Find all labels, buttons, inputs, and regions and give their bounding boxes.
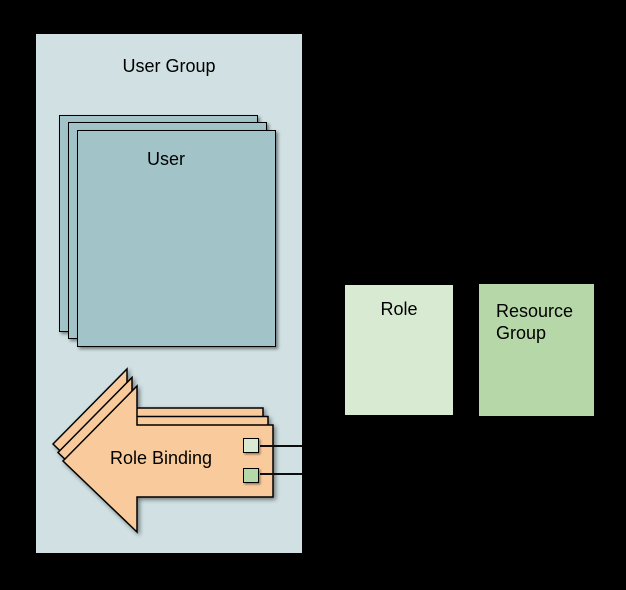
role-ref-line (260, 445, 302, 447)
user-label: User (146, 149, 185, 169)
resource-group-ref-square (243, 468, 259, 483)
resource-group-box (479, 284, 594, 416)
role-box (345, 285, 453, 415)
user-card-front (77, 130, 276, 347)
role-binding-arrow-stack (51, 367, 274, 534)
role-ref-square (243, 438, 259, 453)
role-binding-arrow-front (61, 384, 274, 534)
resource-group-ref-line (260, 473, 302, 475)
user-group-label: User Group (122, 56, 216, 76)
resource-group-label: Resource Group (496, 301, 574, 343)
role-binding-label: Role Binding (109, 448, 213, 468)
role-label: Role (380, 299, 418, 319)
